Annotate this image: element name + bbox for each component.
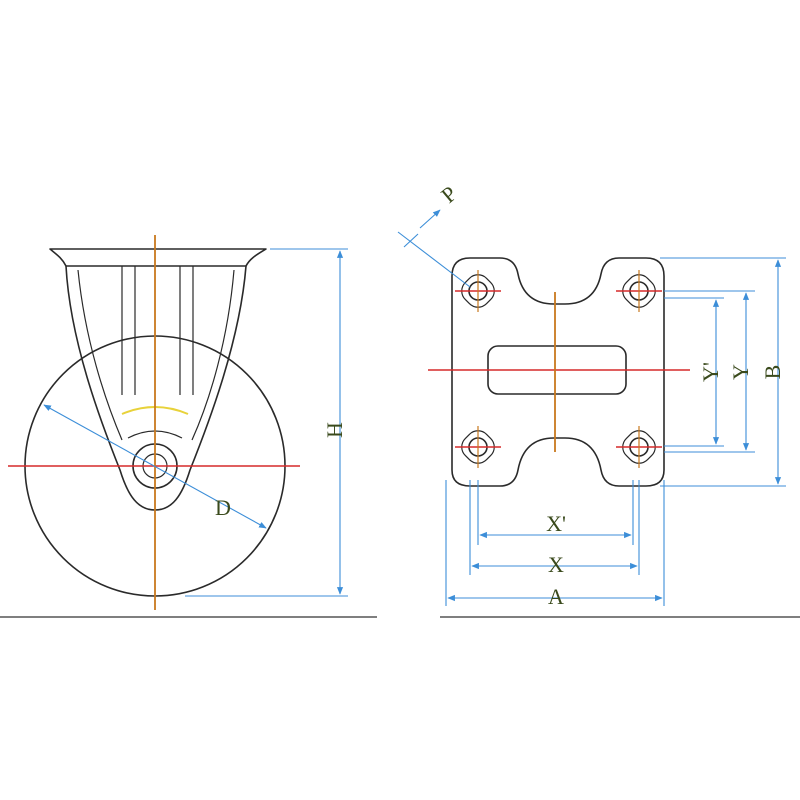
dimension-P-arrow bbox=[419, 209, 441, 229]
dimension-D-line bbox=[43, 404, 267, 529]
dimension-X-label: X bbox=[548, 552, 564, 577]
bolt-hole-bottom-right bbox=[616, 426, 662, 468]
fork-body bbox=[65, 265, 247, 511]
fork-inner-right bbox=[191, 269, 235, 441]
bolt-hole-top-left bbox=[455, 270, 501, 312]
dimension-D-label: D bbox=[215, 495, 231, 520]
dimension-H-label: H bbox=[322, 422, 347, 438]
dimension-P-label: P bbox=[436, 181, 461, 208]
top-plate bbox=[49, 248, 267, 267]
dimension-Y-label: Y bbox=[728, 364, 753, 380]
mounting-plate bbox=[451, 257, 665, 487]
side-view: D H bbox=[0, 235, 377, 618]
dimension-Xp-label: X' bbox=[546, 511, 566, 536]
dimension-A-label: A bbox=[548, 584, 564, 609]
bolt-hole-top-right bbox=[616, 270, 662, 312]
dimension-P-tick bbox=[403, 233, 419, 248]
top-view: P X' X A Y' Y B bbox=[397, 181, 800, 618]
dimension-Yp-label: Y' bbox=[698, 362, 723, 382]
fork-inner-left bbox=[77, 269, 123, 441]
bolt-hole-bottom-left bbox=[455, 426, 501, 468]
dimension-B-label: B bbox=[760, 365, 785, 380]
